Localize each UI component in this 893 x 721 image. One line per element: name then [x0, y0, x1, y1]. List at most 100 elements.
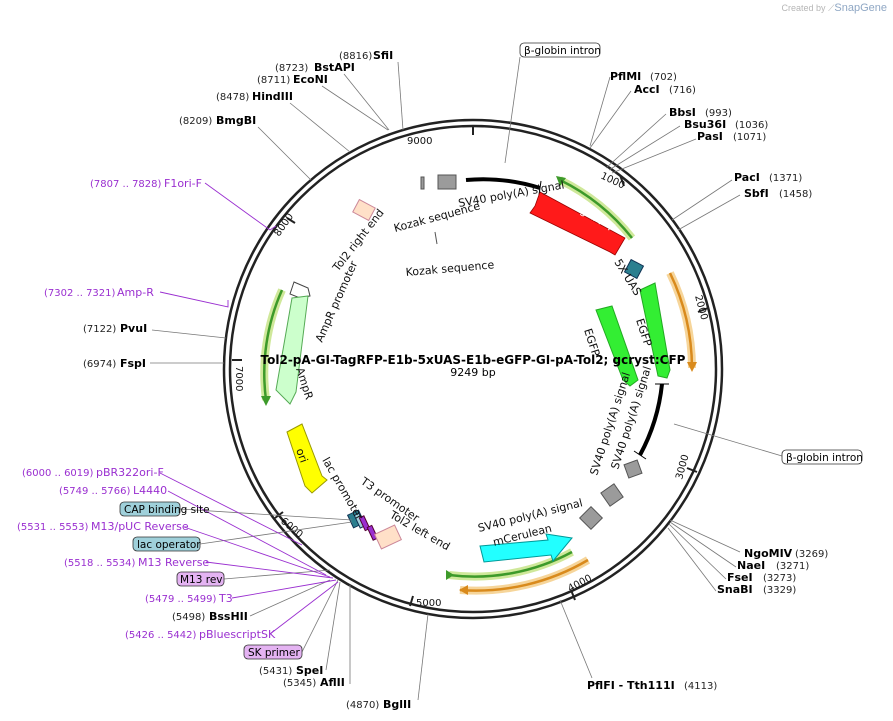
leader-bstapi — [343, 73, 390, 131]
feature-grey-r1 — [623, 459, 643, 479]
primer-leaders — [159, 182, 339, 635]
orf-ampr-arc — [263, 289, 284, 401]
leader-acci — [589, 90, 632, 149]
leader-fsei — [668, 523, 727, 580]
tick-mark-1000 — [619, 174, 625, 187]
leader-f1ori — [204, 182, 277, 231]
restriction-sites: (8816)SfiI (8723)BstAPI (8711)EcoNI (847… — [83, 49, 828, 711]
leader-pasi — [611, 138, 697, 174]
credit-brand: SnapGene — [834, 2, 887, 14]
site-acci: AccI(716) — [634, 83, 696, 96]
site-pasi: PasI(1071) — [697, 130, 766, 143]
leader-t3 — [231, 579, 337, 599]
feature-egfp-left — [595, 305, 639, 387]
feature-egfp-right — [639, 282, 671, 379]
tick-label-3000: 3000 — [674, 453, 691, 480]
site-bsu36i: Bsu36I(1036) — [684, 118, 768, 131]
site-pflfi-tth111i: PflFI - Tth111I(4113) — [587, 679, 717, 692]
snapgene-logo-icon: ⟋ — [828, 3, 835, 13]
feature-5x-uas — [623, 258, 645, 280]
tick-marks — [232, 125, 709, 607]
site-sfii: (8816)SfiI — [339, 49, 393, 62]
tick-label-2000: 2000 — [692, 294, 709, 321]
box-sk-primer — [243, 644, 303, 660]
leader-ngomiv — [669, 519, 741, 553]
primer-m13-puc-reverse: (5531 .. 5553)M13/pUC Reverse — [17, 520, 189, 533]
tick-mark-4000 — [570, 589, 576, 601]
leader-beta-globin-right — [673, 423, 783, 457]
tick-label-1000: 1000 — [599, 171, 627, 192]
tick-label-4000: 4000 — [566, 573, 594, 595]
orf-arcs — [260, 176, 696, 595]
tick-label-5000: 5000 — [416, 598, 441, 609]
orf-arrowheads — [261, 176, 697, 595]
leader-sbfi — [677, 194, 741, 231]
primer-t3: (5479 .. 5499)T3 — [145, 592, 233, 605]
leader-hindiii — [289, 102, 351, 153]
leader-bglii — [417, 613, 429, 701]
site-snabi: SnaBI(3329) — [717, 583, 796, 596]
site-bbsi: BbsI(993) — [669, 106, 732, 119]
site-bmgbi: (8209)BmgBI — [179, 114, 256, 127]
plasmid-name: Tol2-pA-GI-TagRFP-E1b-5xUAS-E1b-eGFP-GI-… — [261, 353, 686, 367]
site-pvui: (7122)PvuI — [83, 322, 147, 335]
sv40-top-arc-end — [538, 180, 542, 196]
feature-kozak-1 — [420, 176, 425, 190]
box-beta-globin-right-label: β-globin intron — [786, 452, 863, 464]
orf-arrowhead-ampr — [261, 396, 271, 406]
sv40-top-arc — [465, 177, 541, 190]
leader-m13rev — [223, 569, 331, 580]
label-kozak-1: Kozak sequence — [392, 199, 481, 235]
orf-arrowhead-tagrfp — [556, 176, 566, 186]
leader-naei — [669, 521, 737, 568]
label-ori: ori — [293, 447, 310, 465]
primer-amp-r: (7302 .. 7321)Amp-R — [44, 286, 154, 299]
orf-orange-arc — [668, 272, 694, 369]
box-beta-globin-top — [519, 42, 601, 58]
feature-tagrfp-arrow — [529, 191, 626, 256]
label-lac-promoter: lac promoter — [319, 455, 366, 523]
leader-paci — [671, 179, 733, 221]
sv40-arc-ends — [538, 180, 669, 460]
leader-l4440 — [167, 490, 327, 576]
box-beta-globin-top-label: β-globin intron — [524, 45, 601, 57]
feature-tol2-marker — [366, 524, 379, 541]
feature-ori-arrow — [286, 423, 328, 494]
orf-tagrfp-arc — [559, 178, 633, 239]
site-fsei: FseI(3273) — [727, 571, 796, 584]
site-bglii: (4870)BglII — [346, 698, 411, 711]
site-econi: (8711)EcoNI — [257, 73, 328, 86]
primer-m13-reverse: (5518 .. 5534)M13 Reverse — [64, 556, 209, 569]
leader-bsshii — [249, 579, 331, 617]
feature-tol2-left — [373, 524, 403, 550]
leader-m13-reverse — [205, 561, 334, 579]
orf-arrowhead-orange — [687, 362, 697, 372]
leader-sk-primer — [301, 579, 339, 653]
primer-pbluescriptsk: (5426 .. 5442)pBluescriptSK — [125, 628, 276, 641]
feature-tol2-right — [352, 198, 376, 222]
site-ngomiv: NgoMIV(3269) — [744, 547, 828, 560]
primers: (7807 .. 7828)F1ori-F (7302 .. 7321)Amp-… — [17, 177, 276, 641]
leader-pflmi — [589, 76, 611, 147]
feature-ampr-promoter — [289, 281, 311, 299]
boxed-labels: CAP binding site lac operator M13 rev SK… — [119, 42, 863, 660]
backbone-outer — [222, 118, 724, 620]
leader-econi — [321, 85, 389, 131]
leader-lac-operator — [199, 521, 353, 545]
feature-grey-top — [437, 174, 457, 190]
site-naei: NaeI(3271) — [737, 559, 809, 572]
leader-snabi — [667, 527, 717, 592]
feature-grey-r2 — [600, 483, 624, 507]
orf-bottom-orange-arc — [459, 558, 589, 592]
leader-bsu36i — [608, 125, 681, 171]
site-sbfi: SbfI(1458) — [744, 187, 812, 200]
label-uas: 5X UAS — [611, 257, 644, 298]
feature-mcerulean-arrow — [479, 533, 573, 563]
primer-f1ori-f: (7807 .. 7828)F1ori-F — [90, 177, 202, 190]
orf-mcerulean-arc — [448, 550, 573, 578]
tick-mark-5000 — [409, 595, 414, 607]
leader-ampr — [159, 291, 229, 308]
plasmid-size: 9249 bp — [450, 366, 495, 379]
leader-bmgbi — [257, 126, 312, 181]
site-paci: PacI(1371) — [734, 171, 802, 184]
